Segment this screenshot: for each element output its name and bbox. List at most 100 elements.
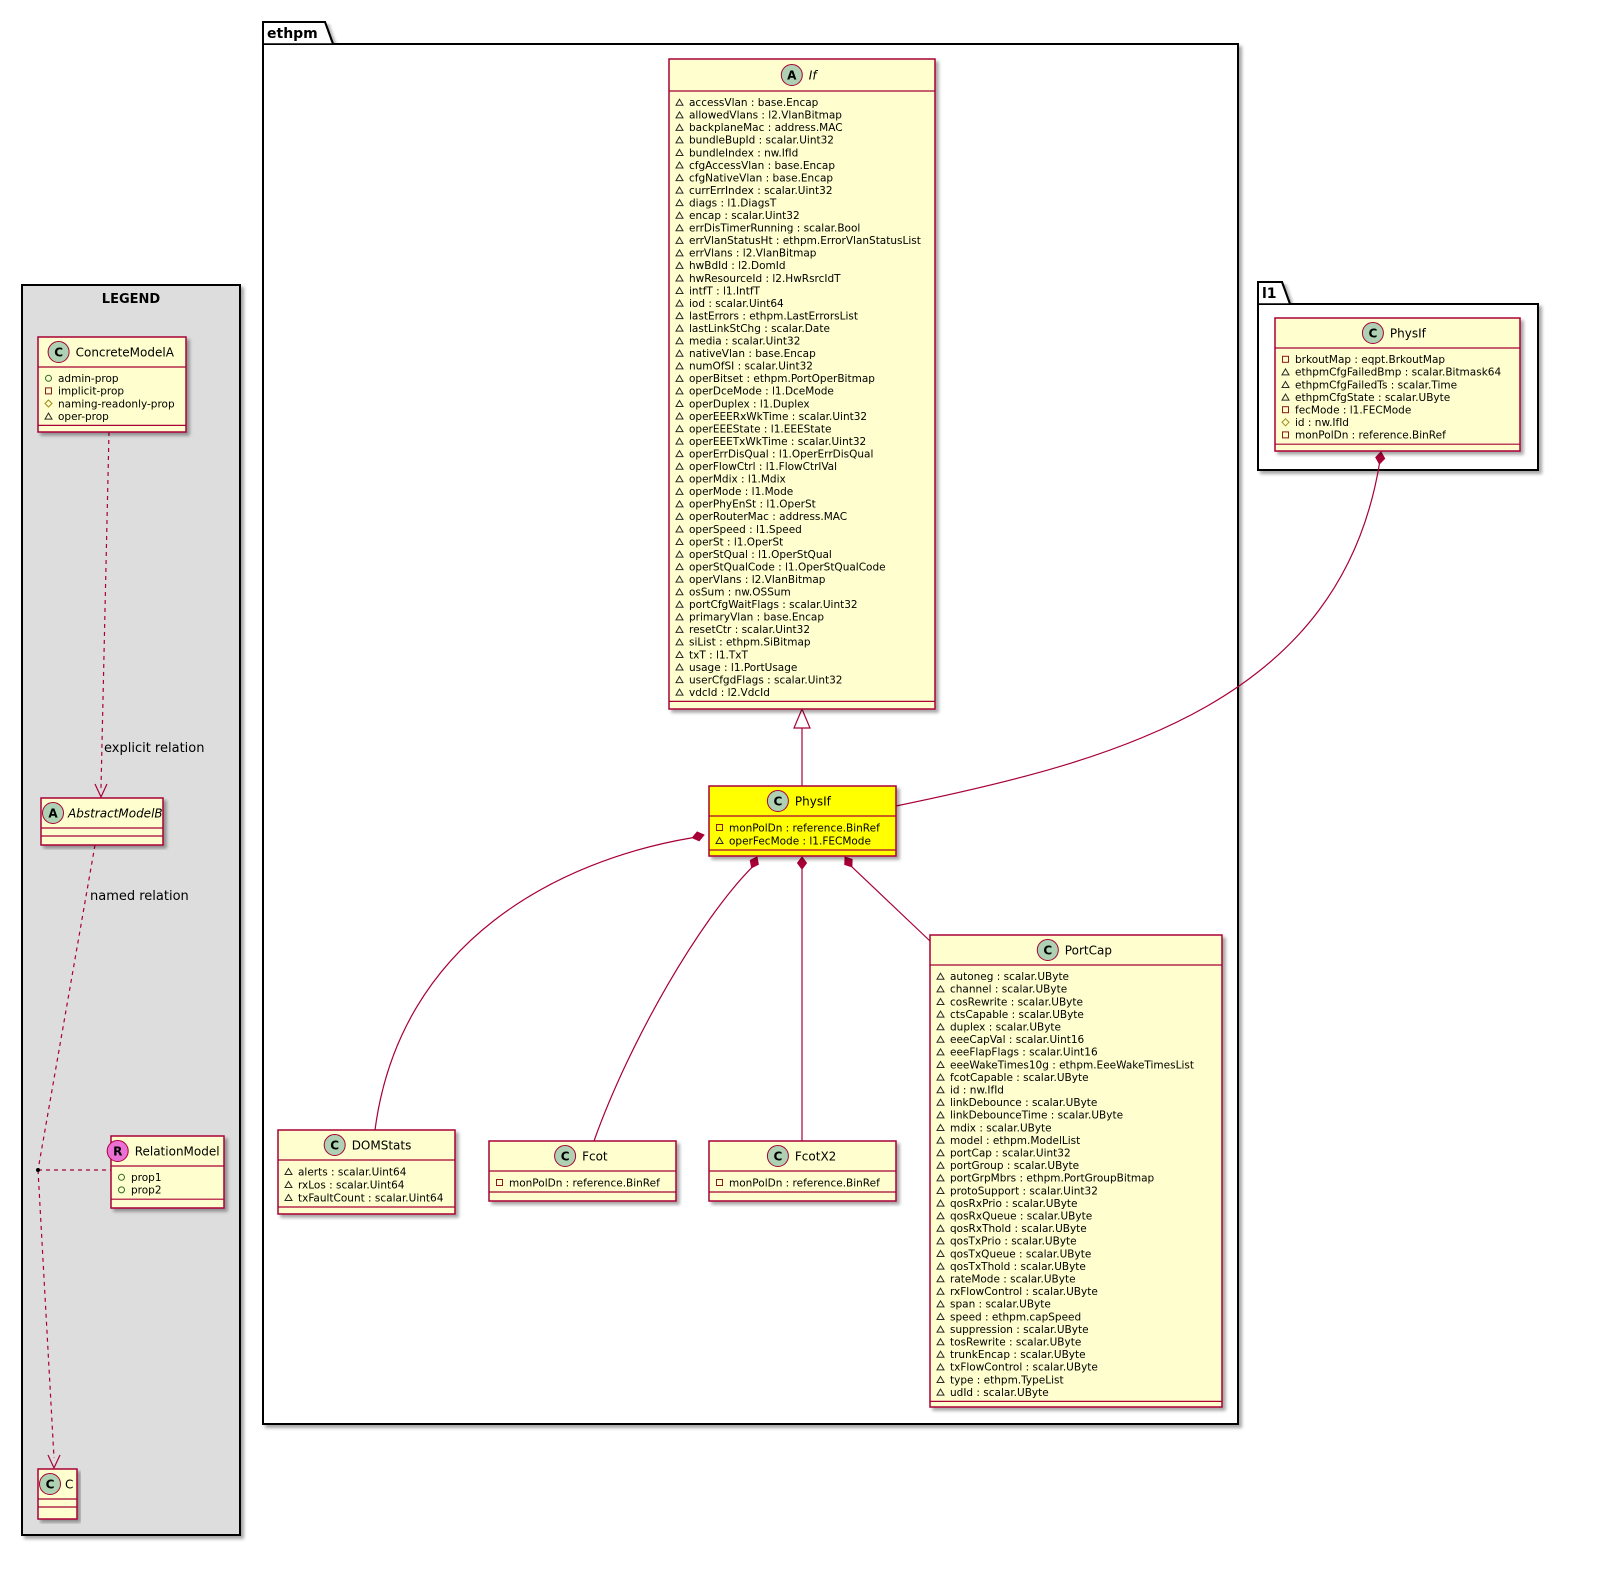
visibility-icon [936, 1173, 945, 1182]
attribute: operRouterMac : address.MAC [689, 511, 847, 523]
stereotype-c-icon: C [39, 1473, 61, 1495]
visibility-icon [675, 424, 684, 433]
stereotype-c-icon: C [323, 1134, 346, 1156]
visibility-icon [675, 123, 684, 131]
visibility-icon [675, 688, 684, 696]
attribute: prop1 [131, 1172, 162, 1184]
attribute: errVlanStatusHt : ethpm.ErrorVlanStatusL… [689, 235, 921, 247]
stereotype-c-icon: C [766, 1145, 789, 1167]
svg-text:C: C [54, 346, 63, 360]
attribute: eeeFlapFlags : scalar.Uint16 [950, 1047, 1098, 1059]
visibility-icon [675, 110, 684, 119]
svg-text:A: A [787, 69, 797, 83]
attribute: eeeCapVal : scalar.Uint16 [950, 1034, 1085, 1046]
attribute: cfgAccessVlan : base.Encap [689, 160, 835, 172]
attribute: hwBdId : l2.DomId [689, 260, 786, 272]
attribute: ethpmCfgFailedBmp : scalar.Bitmask64 [1295, 367, 1501, 379]
visibility-icon [936, 1274, 945, 1283]
visibility-icon [936, 1085, 945, 1094]
attribute: type : ethpm.TypeList [950, 1374, 1064, 1386]
attribute: cfgNativeVlan : base.Encap [689, 172, 833, 184]
visibility-icon [44, 412, 53, 420]
stereotype-r-icon: R [106, 1140, 129, 1162]
visibility-icon [675, 211, 684, 219]
attribute: siList : ethpm.SiBitmap [689, 637, 811, 649]
class-PortCap-name: PortCap [1065, 944, 1112, 958]
visibility-icon [675, 487, 684, 495]
named-relation-edge [37, 844, 96, 1171]
attribute: cosRewrite : scalar.UByte [950, 996, 1083, 1008]
svg-text:C: C [773, 1150, 782, 1164]
attribute: qosRxPrio : scalar.UByte [950, 1198, 1078, 1210]
attribute: intfT : l1.IntfT [689, 285, 761, 297]
visibility-icon [936, 984, 945, 993]
svg-text:C: C [561, 1150, 570, 1164]
visibility-icon [675, 524, 684, 533]
visibility-icon [675, 349, 684, 357]
package-l1-name: l1 [1262, 286, 1277, 302]
class-AbstractModelB-name: AbstractModelB [67, 807, 163, 821]
attribute: brkoutMap : eqpt.BrkoutMap [1295, 354, 1445, 366]
class-PhysIf-ethpm-name: PhysIf [795, 795, 832, 809]
visibility-icon [675, 650, 684, 658]
visibility-icon [1281, 418, 1290, 427]
visibility-icon [936, 1073, 945, 1081]
visibility-icon [936, 1350, 945, 1358]
attribute: id : nw.IfId [1295, 417, 1349, 429]
visibility-icon [675, 361, 684, 370]
visibility-icon [936, 1249, 945, 1257]
visibility-icon [936, 1098, 945, 1106]
attribute: channel : scalar.UByte [950, 984, 1067, 996]
attribute: protoSupport : scalar.Uint32 [950, 1185, 1098, 1197]
visibility-icon [675, 386, 684, 395]
attribute: operEEEState : l1.EEEState [689, 423, 831, 435]
attribute: currErrIndex : scalar.Uint32 [689, 185, 833, 197]
attribute: operFecMode : l1.FECMode [729, 835, 871, 847]
attribute: portCap : scalar.Uint32 [950, 1148, 1071, 1160]
visibility-icon [1281, 367, 1290, 376]
attribute: errDisTimerRunning : scalar.Bool [689, 223, 860, 235]
attribute: userCfgdFlags : scalar.Uint32 [689, 674, 842, 686]
explicit-relation-edge [100, 431, 110, 789]
attribute: rxLos : scalar.Uint64 [298, 1179, 405, 1191]
visibility-icon [936, 1224, 945, 1232]
attribute: naming-readonly-prop [58, 398, 175, 410]
attribute: operDceMode : l1.DceMode [689, 386, 834, 398]
visibility-icon [936, 1287, 945, 1295]
visibility-icon [675, 223, 684, 232]
attribute: operFlowCtrl : l1.FlowCtrlVal [689, 461, 837, 473]
visibility-icon [675, 148, 684, 156]
attribute: operMode : l1.Mode [689, 486, 793, 498]
visibility-icon [936, 1299, 945, 1308]
attribute: qosTxPrio : scalar.UByte [950, 1236, 1077, 1248]
visibility-icon [936, 972, 945, 980]
visibility-icon [675, 98, 684, 106]
composition-edge [593, 867, 753, 1142]
visibility-icon [936, 1010, 945, 1018]
named-relation-edge [37, 1169, 55, 1459]
visibility-icon [675, 161, 684, 169]
visibility-icon [936, 1262, 945, 1270]
visibility-icon [44, 399, 53, 408]
svg-text:C: C [773, 795, 782, 809]
attribute: accessVlan : base.Encap [689, 97, 819, 109]
composition-edge [851, 866, 931, 942]
visibility-icon [675, 474, 684, 483]
attribute: lastErrors : ethpm.LastErrorsList [689, 310, 858, 322]
class-FcotX2-name: FcotX2 [795, 1150, 836, 1164]
attribute: txFaultCount : scalar.Uint64 [298, 1192, 444, 1204]
svg-text:C: C [1368, 327, 1377, 341]
svg-text:C: C [1043, 944, 1052, 958]
